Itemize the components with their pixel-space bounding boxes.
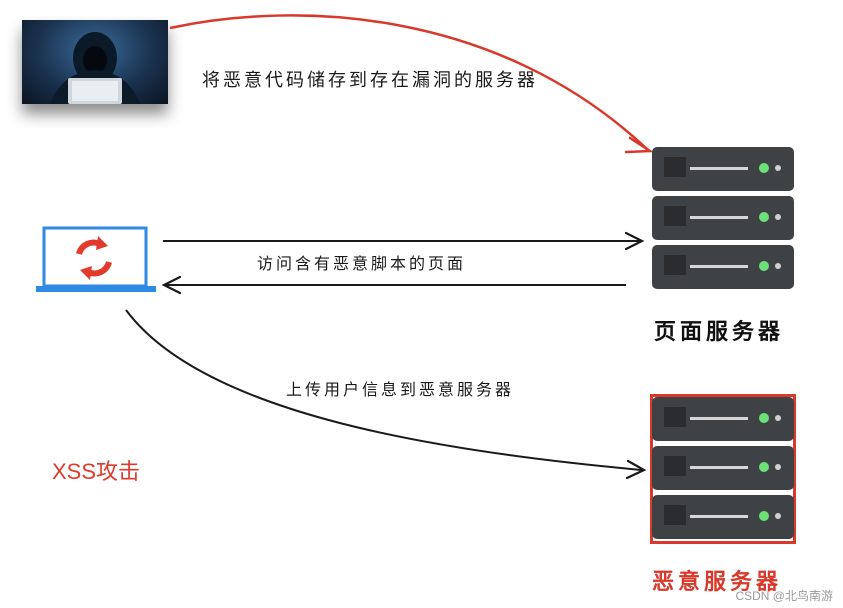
evil-server-label: 恶意服务器 [652, 570, 783, 595]
upload-arrow [125, 309, 643, 471]
page-server-label: 页面服务器 [654, 320, 785, 345]
store-code-arrowhead [624, 136, 654, 154]
evil-server-frame [650, 394, 796, 544]
evil-server-icon [652, 397, 794, 539]
upload-info-label: 上传用户信息到恶意服务器 [286, 380, 515, 399]
store-code-label: 将恶意代码储存到存在漏洞的服务器 [202, 70, 538, 91]
request-arrowhead [624, 231, 645, 251]
visit-page-label: 访问含有恶意脚本的页面 [257, 254, 467, 273]
watermark: CSDN @北鸟南游 [735, 589, 833, 603]
page-server-icon [652, 147, 794, 289]
diagram-title: XSS攻击 [52, 459, 141, 484]
hacker-icon [50, 32, 140, 104]
upload-arrowhead [625, 459, 647, 480]
store-code-arrow [169, 14, 649, 151]
response-arrowhead [161, 275, 182, 295]
laptop-refresh-icon [36, 226, 156, 292]
attacker-image [22, 20, 168, 104]
